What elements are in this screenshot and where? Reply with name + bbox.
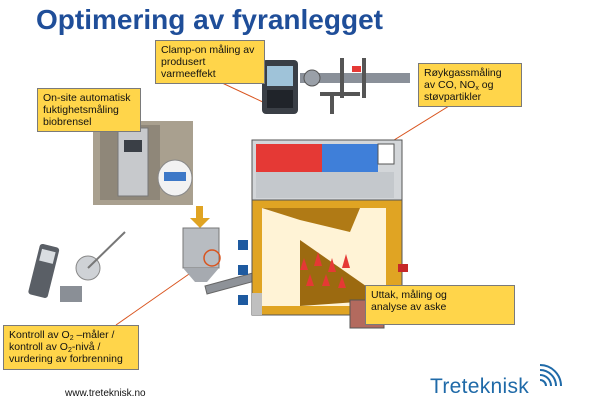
treteknisk-logo-icon: [539, 364, 562, 387]
pipe-meter: [300, 58, 410, 114]
brand-name: Treteknisk: [430, 375, 530, 398]
fuel-feeder: [182, 206, 267, 295]
flue-gas-analyzer: [28, 231, 126, 302]
flow-meter-device: [262, 60, 298, 114]
callout-fukt: On-site automatisk fuktighetsmåling biob…: [37, 88, 141, 132]
callout-kontroll: Kontroll av O2 –måler / kontroll av O2-n…: [3, 325, 139, 370]
flames: [300, 252, 350, 288]
callout-clamp-on: Clamp-on måling av produsert varmeeffekt: [155, 40, 265, 84]
callout-aske: Uttak, måling og analyse av aske: [365, 285, 515, 325]
moisture-meter-photo: [93, 121, 193, 205]
callout-royk: Røykgassmåling av CO, NOx og støvpartikl…: [418, 63, 522, 107]
footer-url[interactable]: www.treteknisk.no: [65, 388, 146, 399]
page-title: Optimering av fyranlegget: [36, 4, 383, 35]
